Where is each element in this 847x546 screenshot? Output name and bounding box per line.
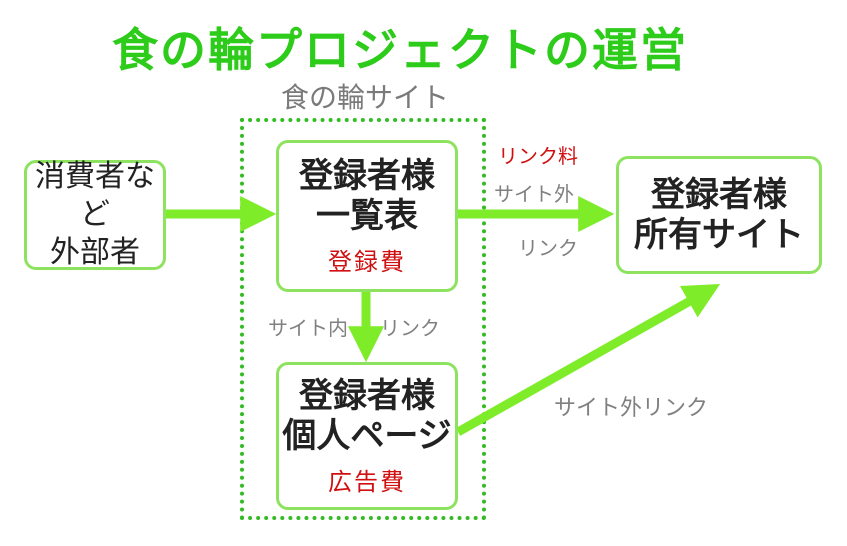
node-personal-page-line2: 個人ページ [282,415,452,456]
internal-link-label-right: リンク [380,316,440,340]
ad-fee-label: 広告費 [328,467,406,496]
registration-fee-label: 登録費 [328,247,406,276]
node-registrant-list: 登録者様 一覧表 登録費 [276,140,458,292]
node-owned-site-line1: 登録者様 [651,175,787,215]
external-link-label-top: サイト外 [494,182,574,206]
node-personal-page-line1: 登録者様 [299,375,435,416]
personal-external-link-label: サイト外リンク [554,396,709,421]
node-external-users-line2: 外部者 [50,235,140,270]
diagram-title: 食の輪プロジェクトの運営 [112,23,688,77]
node-owned-site: 登録者様 所有サイト [616,156,822,274]
internal-link-label-left: サイト内 [268,316,348,340]
site-group-frame [240,118,486,520]
site-group-label: 食の輪サイト [280,81,449,114]
node-external-users-line1: 消費者など [35,159,155,232]
node-registrant-list-line2: 一覧表 [316,195,418,236]
link-fee-label: リンク料 [498,144,578,168]
node-registrant-list-line1: 登録者様 [299,155,435,196]
node-owned-site-line2: 所有サイト [634,215,804,255]
arrow-personal-to-owned-site [455,284,721,436]
external-link-label-bottom: リンク [518,236,578,260]
node-external-users: 消費者など 外部者 [24,159,166,270]
node-personal-page: 登録者様 個人ページ 広告費 [276,362,458,510]
